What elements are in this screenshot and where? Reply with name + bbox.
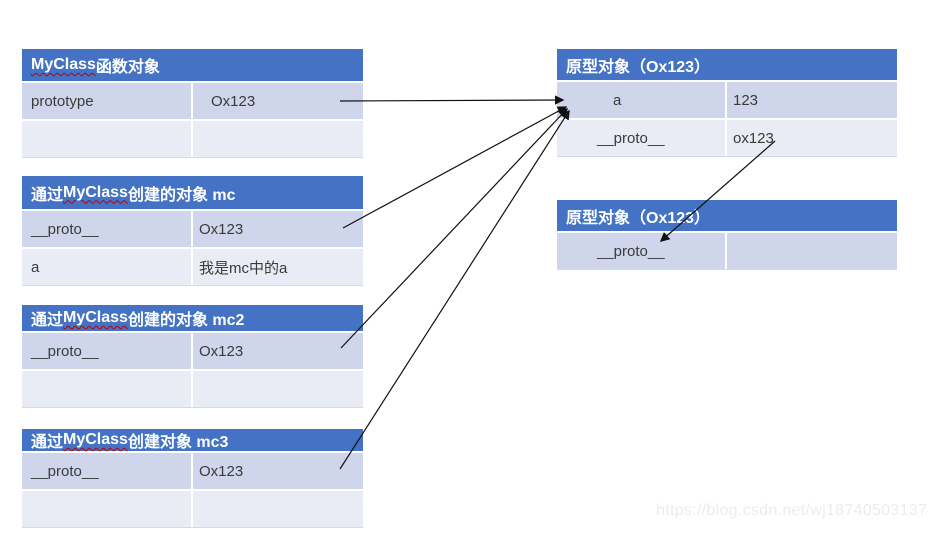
title-misspelled: MyClass [63, 183, 128, 201]
arrow-mc-proto-to-proto-obj [342, 106, 568, 229]
cell-a-value: 我是mc中的a [193, 249, 363, 285]
cell-proto-key: __proto__ [557, 233, 727, 269]
title-post: 创建的对象 mc2 [127, 312, 245, 329]
table-row: __proto__ Ox123 [22, 333, 363, 371]
cell-proto-value: ox123 [727, 120, 897, 156]
table-row: __proto__ [557, 233, 897, 270]
title-post: 函数对象 [95, 59, 160, 76]
table-row: a 我是mc中的a [22, 249, 363, 286]
cell-proto-value: Ox123 [193, 333, 363, 369]
title-post: 原型对象（Ox123） [566, 209, 711, 227]
table-row: a 123 [557, 82, 897, 120]
cell-proto-value: Ox123 [193, 211, 363, 247]
table-row [22, 371, 363, 408]
cell-a-key: a [22, 249, 193, 285]
title-post: 创建对象 mc3 [127, 434, 229, 451]
cell-empty-value [193, 491, 363, 527]
table-prototype-object-second: 原型对象（Ox123） __proto__ [557, 200, 897, 270]
title-misspelled: MyClass [63, 431, 128, 448]
arrow-mc3-proto-to-proto-obj [339, 109, 570, 470]
title-post: 原型对象（Ox123） [566, 58, 711, 76]
table-row: prototype Ox123 [22, 83, 363, 121]
cell-a-key: a [557, 82, 727, 118]
title-post: 创建的对象 mc [127, 186, 236, 204]
table-row [22, 121, 363, 158]
table-prototype2-header: 原型对象（Ox123） [557, 200, 897, 233]
table-prototype-header: 原型对象（Ox123） [557, 49, 897, 82]
cell-proto-key: __proto__ [22, 333, 193, 369]
table-row: __proto__ Ox123 [22, 453, 363, 491]
cell-proto-key: __proto__ [22, 211, 193, 247]
cell-proto-key: __proto__ [22, 453, 193, 489]
cell-empty-key [22, 121, 193, 157]
cell-a-value: 123 [727, 82, 897, 118]
title-pre: 通过 [31, 434, 64, 451]
title-pre: 通过 [31, 186, 64, 204]
table-prototype-object: 原型对象（Ox123） a 123 __proto__ ox123 [557, 49, 897, 157]
cell-empty-key [22, 491, 193, 527]
cell-empty-key [22, 371, 193, 407]
watermark-url: https://blog.csdn.net/wj18740503137 [656, 502, 928, 519]
cell-empty-value [193, 371, 363, 407]
title-pre: 通过 [31, 312, 64, 329]
cell-empty-value [193, 121, 363, 157]
cell-proto-value: Ox123 [193, 453, 363, 489]
title-misspelled: MyClass [31, 56, 96, 73]
table-row: __proto__ Ox123 [22, 211, 363, 249]
cell-prototype-key: prototype [22, 83, 193, 119]
cell-proto-key: __proto__ [557, 120, 727, 156]
arrow-mc2-proto-to-proto-obj [340, 107, 568, 349]
title-misspelled: MyClass [63, 309, 128, 326]
table-row: __proto__ ox123 [557, 120, 897, 157]
table-row [22, 491, 363, 528]
cell-proto-value [727, 233, 897, 269]
arrow-prototype-to-proto-obj [339, 95, 565, 105]
cell-prototype-value: Ox123 [193, 83, 363, 119]
